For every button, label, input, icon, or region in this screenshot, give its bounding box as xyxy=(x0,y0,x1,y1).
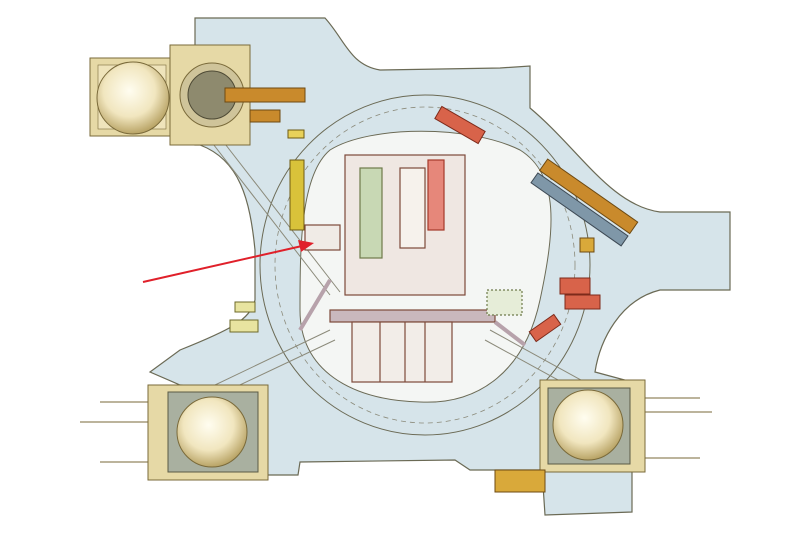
equipment-right xyxy=(434,105,639,343)
reactor-unit-top-left xyxy=(89,44,306,146)
reactor-dome xyxy=(96,61,170,135)
reactor-unit-bottom-left xyxy=(80,384,269,481)
reactor-dome xyxy=(552,389,624,461)
red-pointer-arrow-icon xyxy=(142,240,314,283)
ring-road-dashed xyxy=(274,106,576,424)
reactor-unit-bottom-right xyxy=(494,379,712,493)
reactor-dome xyxy=(176,396,248,468)
equipment-left xyxy=(229,159,305,333)
ring-road xyxy=(259,94,591,436)
central-complex xyxy=(298,154,527,383)
